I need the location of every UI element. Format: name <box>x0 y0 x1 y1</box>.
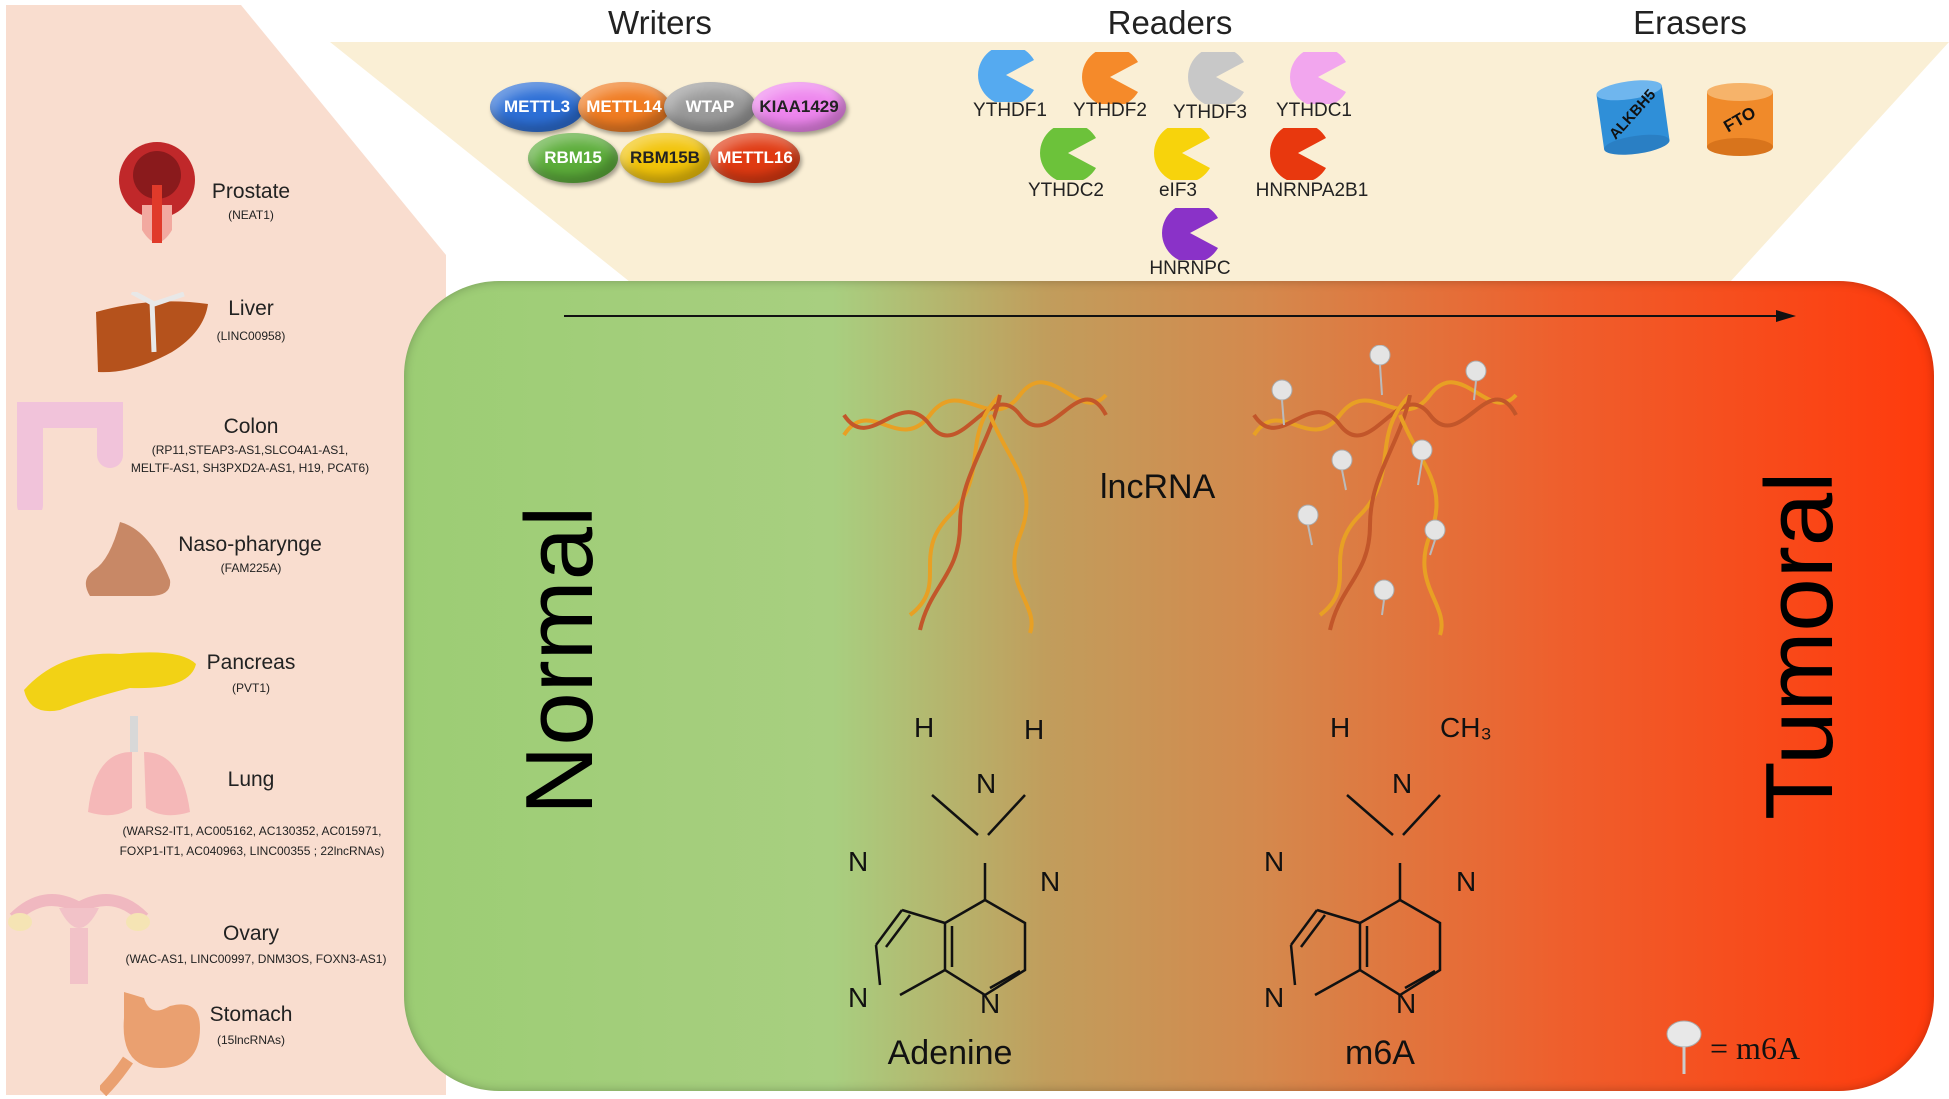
lncrna-label: lncRNA <box>1100 468 1216 506</box>
lncrna-helix-normal-icon <box>842 380 1108 634</box>
organ-name: Stomach <box>209 1003 293 1026</box>
adenine-n3: N <box>980 988 1001 1019</box>
organ-genes: (15lncRNAs) <box>216 1033 285 1047</box>
legend-label: = m6A <box>1710 1030 1801 1066</box>
organ-name: Naso-pharynge <box>178 533 322 556</box>
reader-ythdf1-label: YTHDF1 <box>973 100 1047 121</box>
reader-eif3-label: eIF3 <box>1158 180 1198 201</box>
m6a-n1: N <box>1456 866 1477 897</box>
reader-eif3-icon <box>1154 128 1210 180</box>
organ-name: Liver <box>228 297 274 320</box>
liver-icon <box>96 292 208 373</box>
readers-header: Readers <box>1107 4 1233 41</box>
m6a-structure-icon <box>1289 794 1442 997</box>
organ-genes: FOXP1-IT1, AC040963, LINC00355 ; 22lncRN… <box>119 844 385 858</box>
adenine-n-amine: N <box>976 768 997 799</box>
organ-genes: (FAM225A) <box>220 561 282 575</box>
reader-ythdc2-label: YTHDC2 <box>1027 180 1104 201</box>
organ-side-panel <box>6 5 446 1095</box>
m6a-n-amine: N <box>1392 768 1413 799</box>
lung-icon <box>88 716 190 816</box>
organ-name: Colon <box>223 415 279 438</box>
organ-genes: MELTF-AS1, SH3PXD2A-AS1, H19, PCAT6) <box>130 461 370 475</box>
reader-hnrnpa2b1-label: HNRNPA2B1 <box>1255 180 1369 201</box>
reader-ythdc1-label: YTHDC1 <box>1275 100 1352 121</box>
writer-wtap: WTAP <box>664 82 756 132</box>
lncrna-helix-tumoral-icon <box>1252 345 1518 636</box>
reader-hnrnpc-icon <box>1162 208 1218 260</box>
writers-header: Writers <box>608 4 712 41</box>
organ-genes: (WAC-AS1, LINC00997, DNM3OS, FOXN3-AS1) <box>125 952 387 966</box>
m6a-n9: N <box>1264 982 1285 1013</box>
cylinder-icon <box>1596 80 1670 155</box>
organ-genes: (NEAT1) <box>228 208 274 222</box>
prostate-icon <box>119 142 195 243</box>
reader-ythdc2-icon <box>1040 128 1096 180</box>
stomach-icon <box>100 992 200 1096</box>
normal-label: Normal <box>506 505 613 815</box>
adenine-n1: N <box>1040 866 1061 897</box>
reader-hnrnpc-label: HNRNPC <box>1149 258 1231 279</box>
adenine-structure-icon <box>874 794 1027 997</box>
tumoral-label: Tumoral <box>1746 471 1853 820</box>
reader-ythdf3-icon <box>1188 52 1244 104</box>
pancreas-icon <box>24 652 196 712</box>
writer-kiaa1429: KIAA1429 <box>752 82 846 132</box>
organ-name: Pancreas <box>206 651 296 674</box>
writer-mettl3: METTL3 <box>490 82 584 132</box>
organ-name: Ovary <box>222 922 279 945</box>
adenine-n7: N <box>848 846 869 877</box>
adenine-h-left: H <box>914 712 935 743</box>
writer-rbm15: RBM15 <box>528 133 618 183</box>
organ-genes: (RP11,STEAP3-AS1,SLCO4A1-AS1, <box>151 443 349 457</box>
organ-genes: (WARS2-IT1, AC005162, AC130352, AC015971… <box>122 824 382 838</box>
writer-mettl14: METTL14 <box>578 82 670 132</box>
cylinder-icon <box>1707 83 1773 156</box>
reader-ythdc1-icon <box>1290 52 1346 104</box>
m6a-pin-icon <box>1666 1020 1702 1074</box>
nose-icon <box>85 522 171 596</box>
ovary-icon <box>8 894 150 984</box>
writer-mettl16: METTL16 <box>710 133 800 183</box>
erasers-header: Erasers <box>1633 4 1747 41</box>
organ-genes: (PVT1) <box>231 681 270 695</box>
adenine-title: Adenine <box>887 1034 1013 1072</box>
progression-arrow-icon <box>564 310 1796 322</box>
reader-ythdf3-label: YTHDF3 <box>1173 102 1247 123</box>
m6a-ch3: CH₃ <box>1440 712 1492 743</box>
eraser-fto: FTO <box>1705 82 1775 157</box>
m6a-h-left: H <box>1330 712 1351 743</box>
organ-name: Lung <box>227 768 275 791</box>
normal-to-tumoral-panel <box>404 281 1934 1091</box>
reader-hnrnpa2b1-icon <box>1270 128 1326 180</box>
m6a-title: m6A <box>1345 1034 1415 1072</box>
reader-ythdf1-icon <box>978 50 1034 102</box>
writer-rbm15b: RBM15B <box>620 133 710 183</box>
reader-ythdf2-label: YTHDF2 <box>1073 100 1147 121</box>
organ-genes: (LINC00958) <box>216 329 286 343</box>
colon-icon <box>17 402 123 510</box>
organ-name: Prostate <box>211 180 291 203</box>
adenine-h-right: H <box>1024 714 1045 745</box>
eraser-alkbh5: ALKBH5 <box>1593 75 1673 159</box>
reader-ythdf2-icon <box>1082 52 1138 104</box>
adenine-n9: N <box>848 982 869 1013</box>
m6a-n7: N <box>1264 846 1285 877</box>
m6a-n3: N <box>1396 988 1417 1019</box>
